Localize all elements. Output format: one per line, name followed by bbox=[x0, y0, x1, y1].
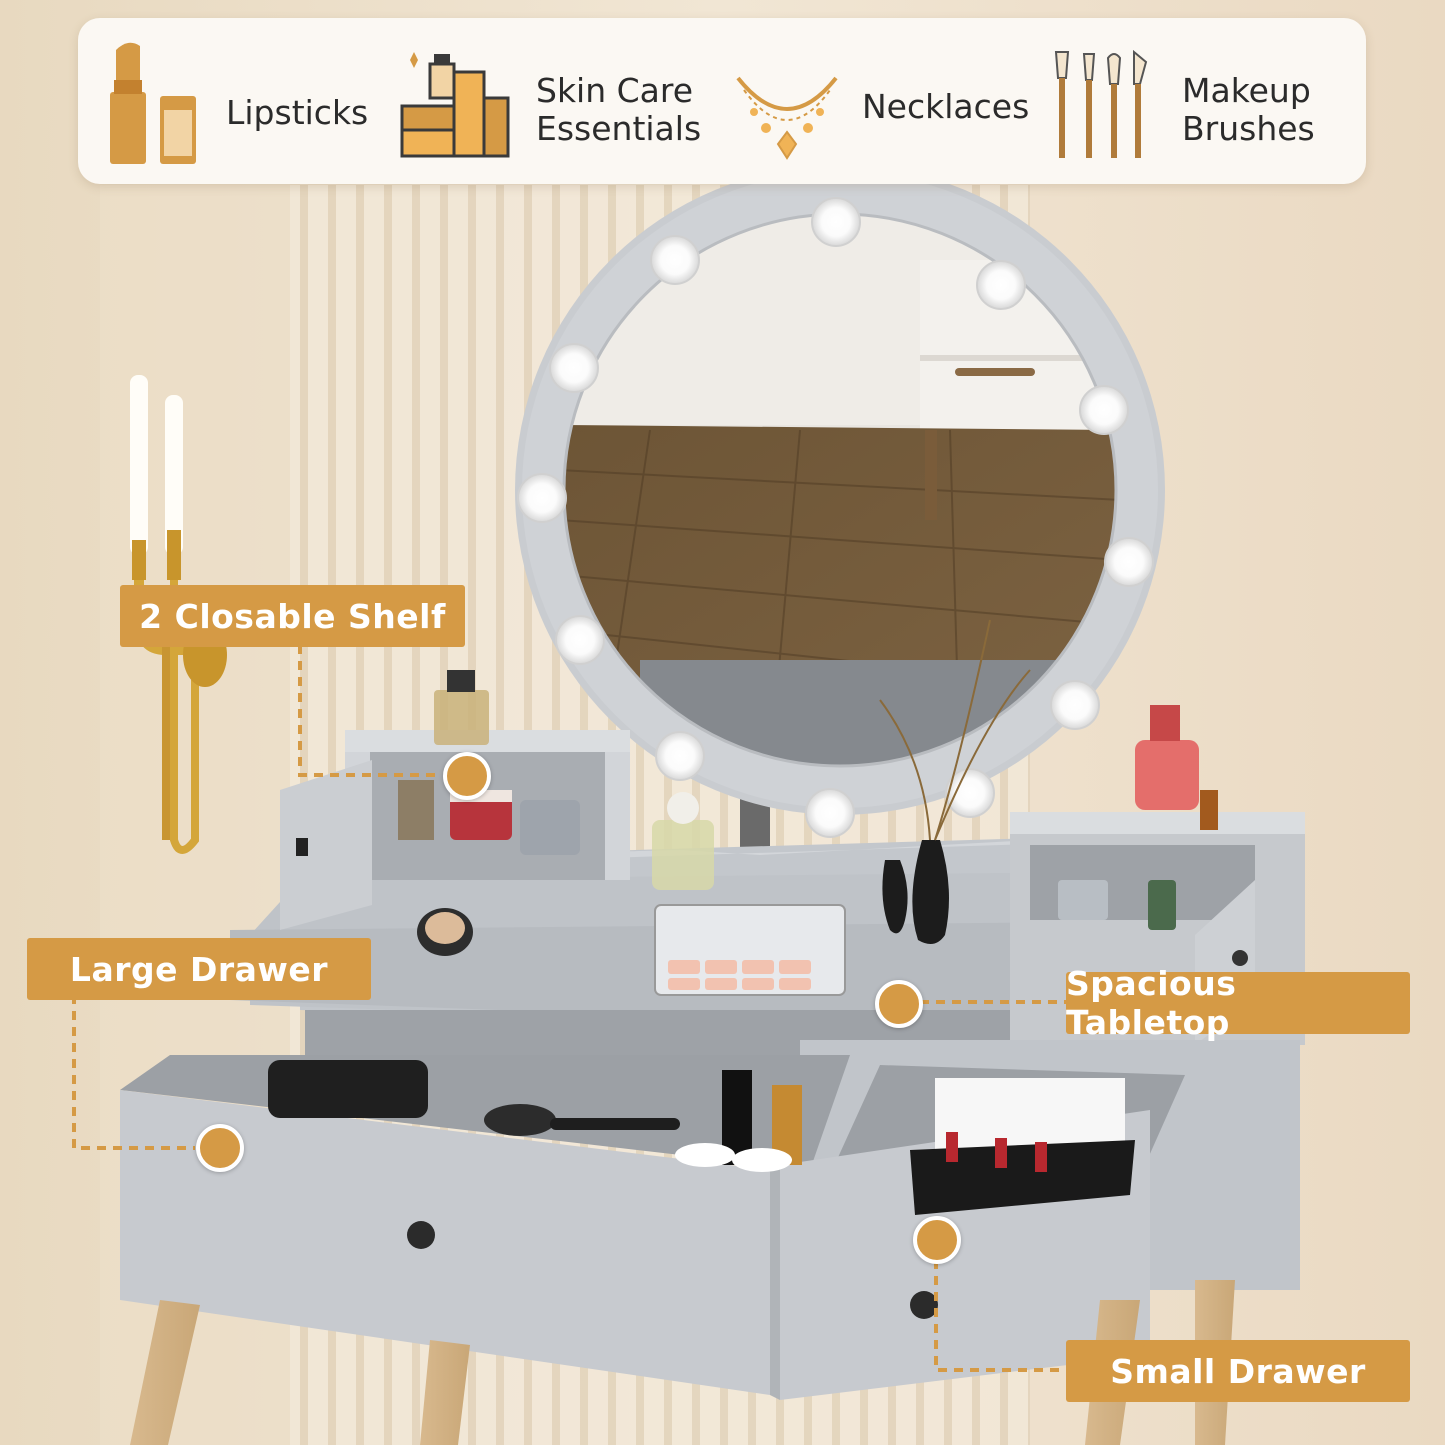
closable-shelf-tag: 2 Closable Shelf bbox=[120, 585, 465, 647]
feature-label: Makeup Brushes bbox=[1182, 71, 1315, 148]
spacious-tabletop-marker bbox=[875, 980, 923, 1028]
feature-necklaces: Necklaces bbox=[734, 18, 1054, 184]
closable-shelf-leader bbox=[298, 645, 440, 777]
small-drawer-marker bbox=[913, 1216, 961, 1264]
closable-shelf-marker bbox=[443, 752, 491, 800]
large-drawer-tag: Large Drawer bbox=[27, 938, 371, 1000]
spacious-tabletop-tag: Spacious Tabletop bbox=[1066, 964, 1410, 1042]
feature-label: Necklaces bbox=[862, 87, 1030, 126]
lighted-round-mirror bbox=[515, 165, 1165, 838]
large-drawer-marker bbox=[196, 1124, 244, 1172]
small-drawer-tag: Small Drawer bbox=[1066, 1340, 1410, 1402]
feature-lipsticks: Lipsticks bbox=[100, 18, 400, 184]
makeup-brushes-icon bbox=[1054, 50, 1148, 158]
wall-sconce-icon bbox=[130, 375, 227, 854]
feature-skin-care: Skin Care Essentials bbox=[400, 18, 720, 184]
feature-label: Skin Care Essentials bbox=[536, 71, 702, 148]
mirror-bulbs bbox=[517, 197, 1154, 838]
feature-label: Lipsticks bbox=[226, 93, 369, 132]
lipstick-icon bbox=[110, 42, 196, 164]
large-drawer-leader bbox=[72, 995, 195, 1150]
necklace-icon bbox=[736, 76, 838, 160]
cosmetics-props bbox=[268, 619, 1218, 1215]
small-drawer-leader bbox=[934, 1260, 1068, 1372]
skincare-bottles-icon bbox=[400, 52, 510, 158]
feature-makeup-brushes: Makeup Brushes bbox=[1048, 18, 1348, 184]
feature-banner: Lipsticks Skin Care Essentials bbox=[78, 18, 1366, 184]
